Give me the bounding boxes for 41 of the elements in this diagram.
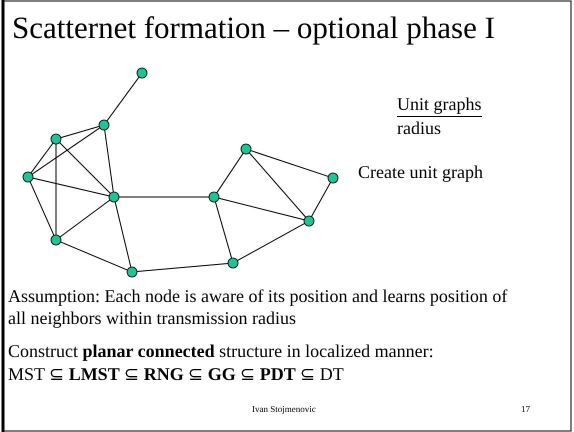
graph-edge (236, 222, 306, 262)
graph-edge (136, 262, 229, 272)
graph-node (240, 144, 252, 154)
graph-edge (104, 129, 114, 193)
graph-node (228, 258, 238, 268)
graph-edge (218, 198, 305, 220)
slide-title: Scatternet formation – optional phase I (12, 10, 495, 46)
graph-edge (248, 152, 306, 218)
paragraph: Assumption: Each node is aware of its position and learns position of all neighbors within transmission radius (8, 286, 508, 330)
graph-node (50, 234, 62, 246)
graph-edge (60, 199, 110, 238)
formula: MST ⊆ LMST ⊆ RNG ⊆ GG ⊆ PDT ⊆ DT (8, 364, 344, 386)
text: Create unit graph (358, 162, 483, 184)
graph-edge (30, 142, 54, 174)
graph-node (208, 192, 220, 202)
graph-edge (32, 127, 100, 175)
graph-node (328, 172, 338, 184)
graph-node (98, 120, 110, 130)
graph-edge (60, 241, 128, 271)
graph-node (126, 266, 138, 278)
author-footer: Ivan Stojmenovic (252, 404, 316, 415)
paragraph: Construct planar connected structure in localized manner: (8, 341, 434, 363)
page-number: 17 (521, 404, 530, 415)
graph-node (136, 68, 148, 78)
graph-edge (32, 178, 110, 196)
graph-node (22, 172, 34, 182)
graph-edge (30, 181, 54, 236)
graph-edge (216, 152, 244, 194)
graph-edge (60, 126, 100, 138)
graph-edge (250, 150, 329, 177)
graph-edge (310, 182, 332, 218)
graph-edge (114, 201, 132, 268)
graph-node (304, 216, 314, 226)
graph-node (108, 192, 120, 202)
text: radius (397, 118, 441, 140)
graph-edge (214, 201, 232, 259)
heading: Unit graphs (397, 94, 482, 117)
graph-edge (106, 76, 140, 122)
graph-edge (118, 196, 210, 198)
graph-edge (59, 142, 111, 194)
graph-node (50, 134, 62, 144)
